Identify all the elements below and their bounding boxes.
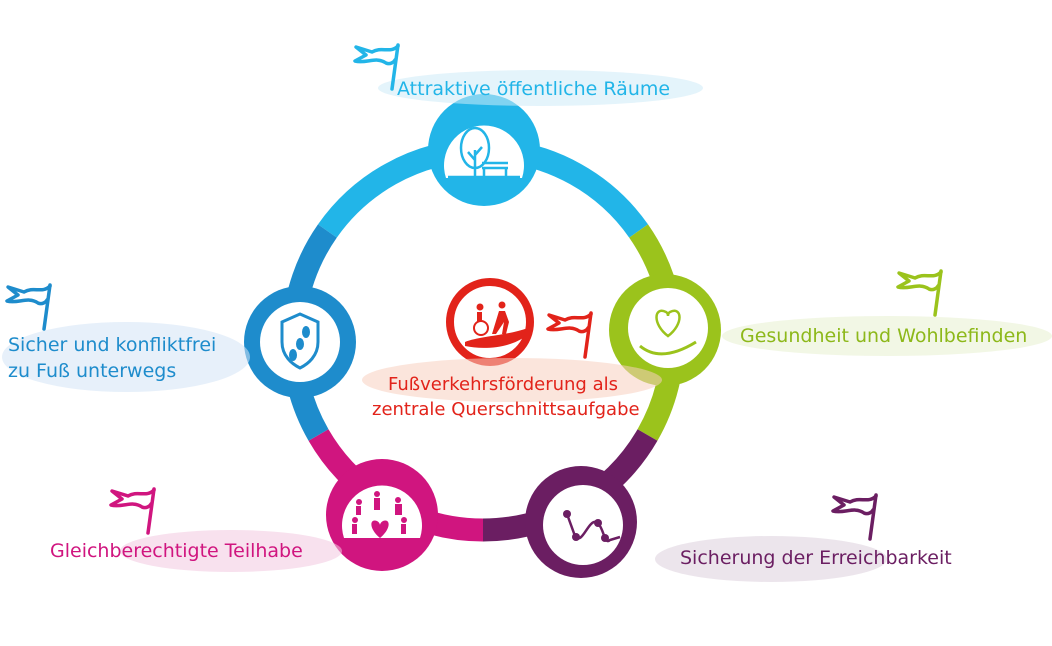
shield-footprints-icon [244, 286, 356, 398]
center-label: Fußverkehrsförderung als zentrale Quersc… [372, 372, 640, 422]
heart-hand-icon [609, 274, 721, 386]
people-heart-icon [326, 459, 438, 571]
route-path-icon [525, 466, 637, 578]
flag-icon [545, 310, 597, 360]
topic-label-participation: Gleichberechtigte Teilhabe [50, 540, 303, 562]
label-highlight [378, 70, 703, 106]
tree-bench-icon [428, 94, 540, 206]
topic-label-health: Gesundheit und Wohlbefinden [740, 325, 1028, 347]
label-highlight [120, 530, 342, 572]
label-highlight [362, 358, 662, 402]
topic-label-safety: Sicher und konfliktfrei zu Fuß unterwegs [8, 332, 216, 384]
label-highlight [2, 322, 250, 392]
center-label-line1: Fußverkehrsförderung als [388, 374, 618, 395]
flag-icon [4, 282, 56, 332]
flag-icon [895, 268, 947, 318]
topic-label-accessibility: Sicherung der Erreichbarkeit [680, 547, 952, 569]
topic-label-safety-line2: zu Fuß unterwegs [8, 360, 177, 382]
flag-icon [108, 486, 160, 536]
accessibility-hand-icon [446, 278, 534, 366]
flag-icon [830, 492, 882, 542]
topic-label-safety-line1: Sicher und konfliktfrei [8, 334, 217, 356]
topic-label-public-spaces: Attraktive öffentliche Räume [397, 78, 671, 100]
center-label-line2: zentrale Querschnittsaufgabe [372, 399, 640, 420]
label-highlight [655, 536, 887, 582]
label-highlight [722, 316, 1052, 356]
